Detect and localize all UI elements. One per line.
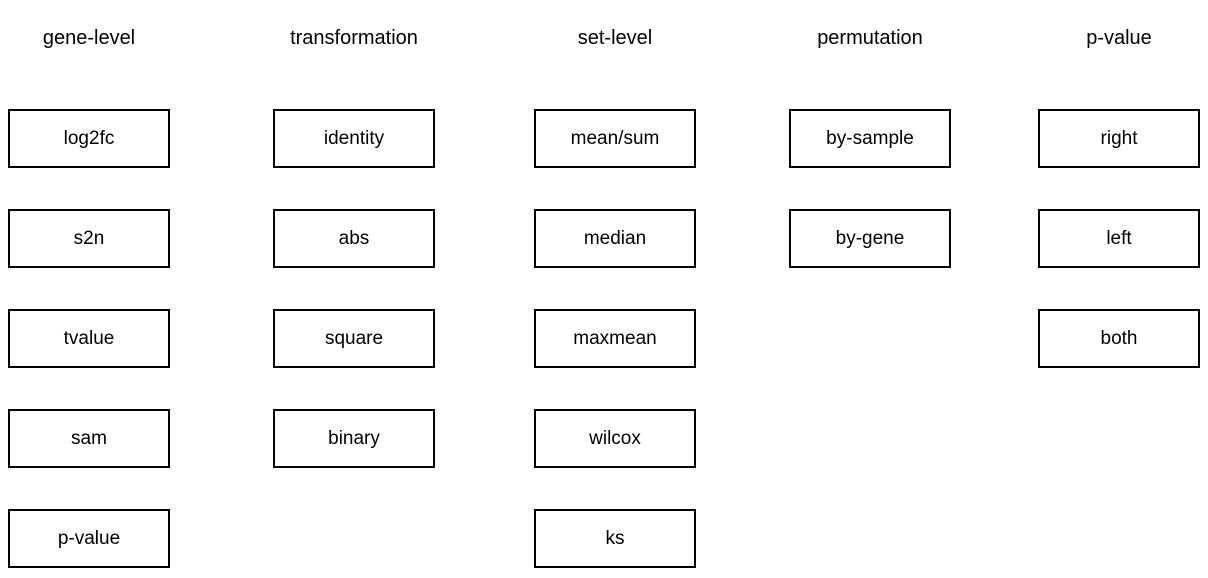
box-maxmean: maxmean bbox=[534, 309, 696, 368]
box-sam: sam bbox=[8, 409, 170, 468]
box-left: left bbox=[1038, 209, 1200, 268]
box-s2n: s2n bbox=[8, 209, 170, 268]
column-header-transformation: transformation bbox=[290, 27, 418, 49]
column-header-permutation: permutation bbox=[817, 27, 923, 49]
box-mean-sum: mean/sum bbox=[534, 109, 696, 168]
box-log2fc: log2fc bbox=[8, 109, 170, 168]
box-tvalue: tvalue bbox=[8, 309, 170, 368]
box-abs: abs bbox=[273, 209, 435, 268]
box-wilcox: wilcox bbox=[534, 409, 696, 468]
box-ks: ks bbox=[534, 509, 696, 568]
column-header-set-level: set-level bbox=[577, 27, 653, 49]
column-header-p-value: p-value bbox=[1086, 27, 1152, 49]
box-both: both bbox=[1038, 309, 1200, 368]
box-p-value: p-value bbox=[8, 509, 170, 568]
box-right: right bbox=[1038, 109, 1200, 168]
box-binary: binary bbox=[273, 409, 435, 468]
box-by-gene: by-gene bbox=[789, 209, 951, 268]
box-square: square bbox=[273, 309, 435, 368]
box-by-sample: by-sample bbox=[789, 109, 951, 168]
box-identity: identity bbox=[273, 109, 435, 168]
box-median: median bbox=[534, 209, 696, 268]
column-header-gene-level: gene-level bbox=[42, 27, 136, 49]
